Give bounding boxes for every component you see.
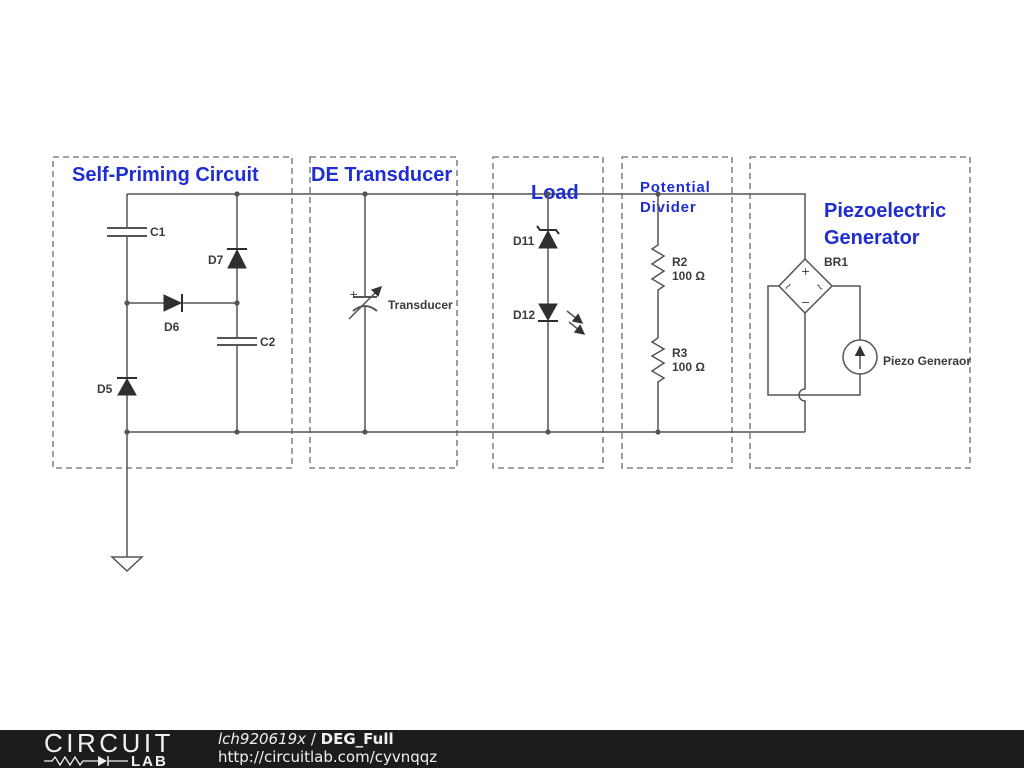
resistor-r2[interactable]: R2 100 Ω (650, 194, 705, 338)
d12-light-arrow-2 (568, 321, 586, 335)
junction-node (545, 429, 551, 435)
junction-node (234, 429, 240, 435)
junction-node (362, 191, 368, 197)
br1-minus-mark: − (801, 296, 810, 309)
zener-diode-d11[interactable]: D11 (513, 194, 560, 432)
d5-label: D5 (97, 382, 113, 396)
transducer-variable-arrow (348, 285, 383, 320)
capacitor-c2[interactable]: C2 (217, 335, 276, 349)
d12-triangle (538, 303, 558, 322)
block-title-line1: Piezoelectric (824, 200, 946, 222)
wire-top-rail (127, 193, 806, 259)
junction-nodes (124, 191, 661, 435)
r2-value: 100 Ω (672, 269, 705, 283)
d7-label: D7 (208, 253, 224, 267)
wire-bridge-negative-jumper (798, 313, 806, 432)
footer-bar: CIRCUIT LAB lch920619x / DEG_Full http:/… (0, 730, 1024, 768)
resistor-r3[interactable]: R3 100 Ω (650, 337, 705, 432)
junction-node (124, 300, 130, 306)
block-boundary (749, 156, 971, 469)
br1-plus-mark: + (801, 265, 810, 278)
block-self-priming-circuit: Self-Priming Circuit (52, 156, 293, 469)
block-piezoelectric-generator: Piezoelectric Generator (749, 156, 971, 469)
breadcrumb-separator: / (306, 730, 321, 748)
transducer-polarity-mark: + (349, 288, 358, 301)
led-d12[interactable]: D12 (513, 303, 586, 335)
transducer-label: Transducer (388, 298, 453, 312)
logo-wordmark-bottom: LAB (131, 753, 168, 768)
circuit-url-link[interactable]: http://circuitlab.com/cyvnqqz (218, 748, 438, 766)
bridge-rectifier-br1[interactable]: + − ~ ~ BR1 (767, 255, 861, 396)
junction-node (545, 191, 551, 197)
r3-value: 100 Ω (672, 360, 705, 374)
block-boundary (621, 156, 733, 469)
br1-diamond (777, 257, 834, 315)
circuit-title-link[interactable]: DEG_Full (320, 730, 394, 748)
d5-triangle (117, 377, 137, 396)
circuit-schematic: Self-Priming Circuit DE Transducer Piezo… (52, 156, 971, 573)
block-load (492, 156, 604, 469)
piezo-source-label: Piezo Generaor (883, 354, 971, 368)
block-title-potential-line2: Divider (640, 199, 696, 216)
d11-label: D11 (513, 234, 535, 248)
junction-node (655, 429, 661, 435)
r3-zigzag (650, 337, 666, 432)
current-source-piezo-generator[interactable]: Piezo Generaor (842, 339, 971, 375)
d12-light-arrow-1 (566, 310, 584, 324)
junction-node (362, 429, 368, 435)
d6-label: D6 (164, 320, 180, 334)
junction-node (234, 300, 240, 306)
transducer-plate-bottom-curved (352, 305, 378, 312)
footer-breadcrumb: lch920619x / DEG_Full (218, 731, 394, 748)
br1-label: BR1 (824, 255, 848, 269)
block-title-potential-line1: Potential (640, 179, 711, 196)
r2-label: R2 (672, 255, 688, 269)
d11-triangle (538, 229, 558, 249)
diode-d7[interactable]: D7 (208, 194, 247, 432)
capacitor-c1[interactable]: C1 (107, 194, 166, 557)
junction-node (124, 429, 130, 435)
ground-triangle (110, 556, 144, 573)
ground-symbol[interactable] (110, 556, 144, 573)
d6-triangle (163, 294, 183, 312)
block-title: DE Transducer (311, 164, 452, 186)
d11-zener-bar (536, 225, 560, 235)
r2-zigzag (650, 194, 666, 338)
logo-resistor-icon (44, 755, 98, 767)
block-boundary (52, 156, 293, 469)
variable-capacitor-transducer[interactable]: + Transducer (348, 194, 453, 432)
c1-label: C1 (150, 225, 166, 239)
br1-ac-right-wire (832, 285, 861, 340)
footer-url-row: http://circuitlab.com/cyvnqqz (218, 749, 437, 766)
diode-d5[interactable]: D5 (97, 377, 137, 396)
r3-label: R3 (672, 346, 688, 360)
block-title: Self-Priming Circuit (72, 164, 259, 186)
junction-node (655, 191, 661, 197)
diode-d6[interactable]: D6 (127, 294, 237, 334)
block-potential-divider (621, 156, 733, 469)
block-title-load: Load (531, 182, 579, 204)
block-title-line2: Generator (824, 227, 920, 249)
logo-diode-icon (98, 756, 107, 766)
block-boundary (492, 156, 604, 469)
d12-label: D12 (513, 308, 535, 322)
logo-wordmark-top: CIRCUIT (44, 730, 174, 758)
author-link[interactable]: lch920619x (218, 730, 307, 748)
c2-label: C2 (260, 335, 276, 349)
block-de-transducer: DE Transducer (309, 156, 458, 469)
circuitlab-logo[interactable]: CIRCUIT LAB (0, 730, 200, 768)
d7-triangle (227, 248, 247, 269)
br1-ac-left-wire (767, 285, 861, 396)
junction-node (234, 191, 240, 197)
block-boundary (309, 156, 458, 469)
